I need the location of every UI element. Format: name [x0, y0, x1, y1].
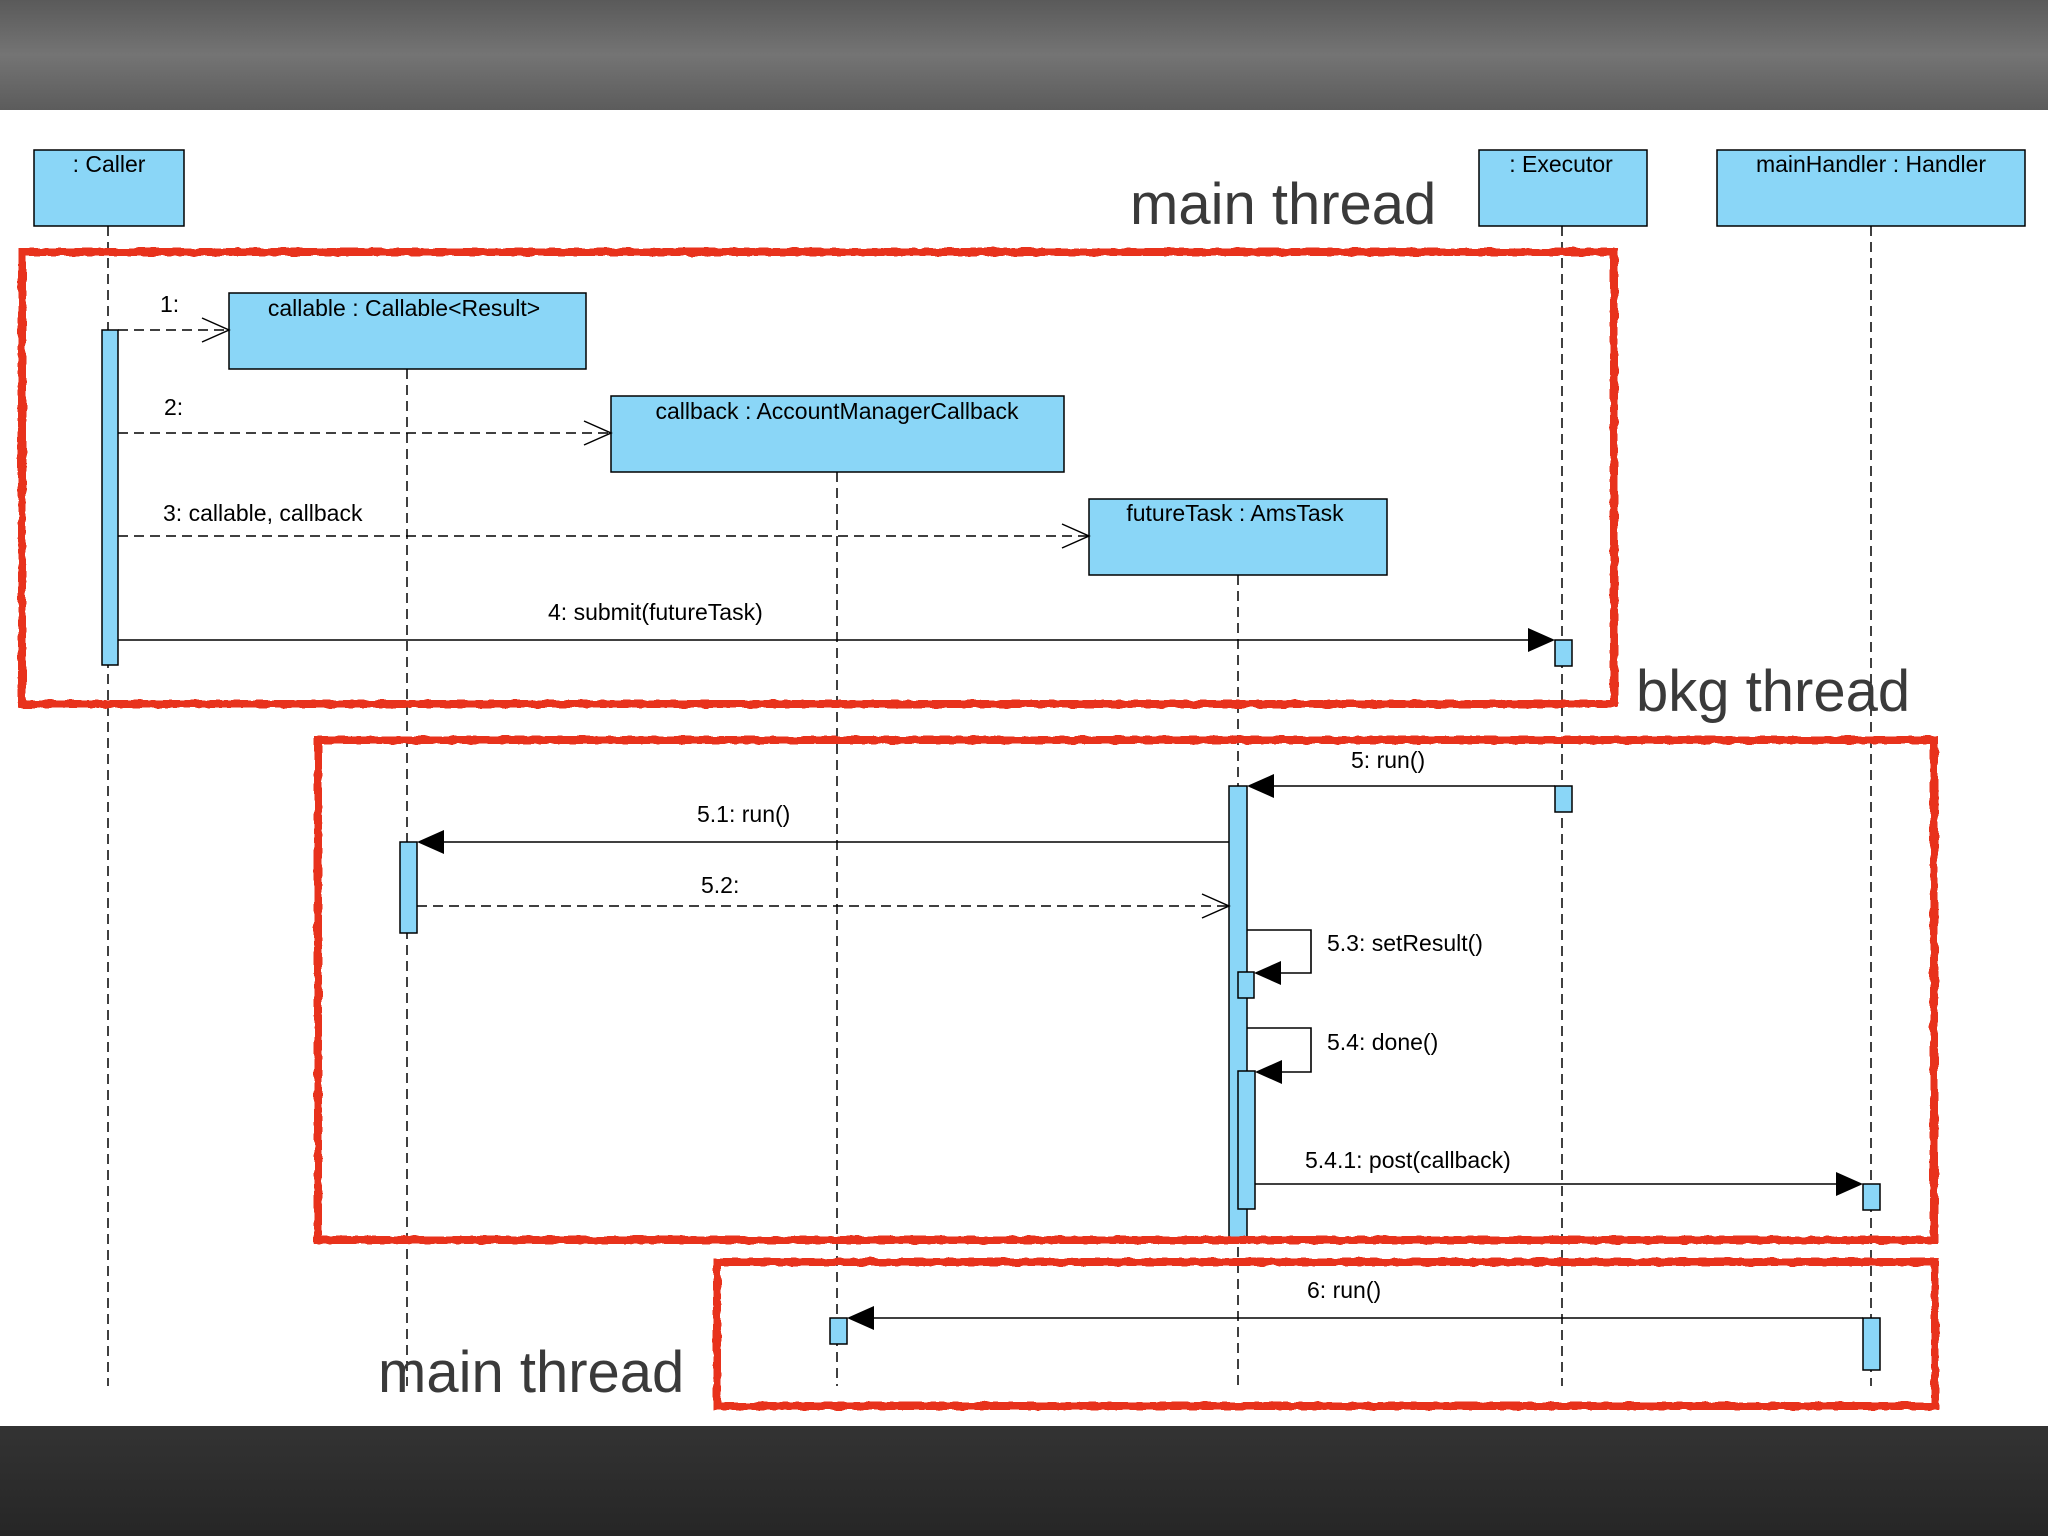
lifeline-executor-label: : Executor	[1509, 151, 1613, 177]
thread-region-main-bottom	[713, 1258, 1939, 1410]
thread-region-bkg	[314, 736, 1938, 1244]
message-5-2: 5.2:	[417, 872, 1231, 919]
message-5-1: 5.1: run()	[417, 801, 1229, 854]
diagram-slide: : Caller : Executor mainHandler : Handle…	[0, 110, 2048, 1426]
message-5-label: 5: run()	[1351, 747, 1425, 773]
activation-handler-run	[1862, 1317, 1881, 1371]
activation-handler-post	[1862, 1183, 1881, 1211]
lifeline-handler-box	[1716, 149, 2026, 227]
top-frame-bar	[0, 0, 2048, 110]
message-5-4-label: 5.4: done()	[1327, 1029, 1438, 1055]
lifeline-futuretask: futureTask : AmsTask	[1088, 498, 1388, 1386]
lifeline-caller-label: : Caller	[73, 151, 146, 177]
message-2: 2:	[118, 394, 613, 446]
lifeline-callback-label: callback : AccountManagerCallback	[655, 398, 1019, 424]
message-3-label: 3: callable, callback	[163, 500, 363, 526]
message-6: 6: run()	[847, 1277, 1863, 1330]
message-5-3-label: 5.3: setResult()	[1327, 930, 1483, 956]
lifeline-futuretask-box	[1088, 498, 1388, 576]
activation-futuretask-setresult	[1237, 971, 1255, 999]
thread-label-main-bottom: main thread	[378, 1340, 685, 1405]
message-5-4-1-label: 5.4.1: post(callback)	[1305, 1147, 1511, 1173]
message-4-label: 4: submit(futureTask)	[548, 599, 763, 625]
message-2-label: 2:	[164, 394, 183, 420]
lifeline-callback: callback : AccountManagerCallback	[610, 395, 1065, 1386]
lifeline-handler-label: mainHandler : Handler	[1756, 151, 1986, 177]
message-1-label: 1:	[160, 291, 179, 317]
message-5-4-1: 5.4.1: post(callback)	[1255, 1147, 1863, 1196]
thread-label-bkg: bkg thread	[1636, 659, 1911, 724]
message-5-2-label: 5.2:	[701, 872, 739, 898]
message-4: 4: submit(futureTask)	[118, 599, 1555, 652]
activation-callback	[829, 1317, 848, 1345]
lifeline-callback-box	[610, 395, 1065, 473]
message-1: 1:	[118, 291, 231, 343]
activation-callable	[399, 841, 418, 934]
message-5-4: 5.4: done()	[1247, 1027, 1438, 1084]
bottom-frame-bar	[0, 1426, 2048, 1536]
thread-label-main-top: main thread	[1130, 172, 1437, 237]
message-5-3: 5.3: setResult()	[1247, 929, 1483, 985]
message-3: 3: callable, callback	[118, 500, 1091, 549]
activation-futuretask-done	[1237, 1070, 1256, 1210]
activation-executor-submit	[1554, 639, 1573, 667]
lifeline-callable-label: callable : Callable<Result>	[268, 295, 540, 321]
activation-caller	[101, 329, 119, 666]
lifeline-caller-box	[33, 149, 185, 227]
lifeline-executor-box	[1478, 149, 1648, 227]
message-6-label: 6: run()	[1307, 1277, 1381, 1303]
sequence-diagram: : Caller : Executor mainHandler : Handle…	[18, 149, 2026, 1410]
lifeline-caller: : Caller	[33, 149, 185, 1386]
activation-executor-run	[1554, 785, 1573, 813]
lifeline-futuretask-label: futureTask : AmsTask	[1126, 500, 1344, 526]
lifeline-executor: : Executor	[1478, 149, 1648, 1386]
thread-region-main-top	[18, 248, 1618, 708]
message-5: 5: run()	[1247, 747, 1555, 798]
message-5-1-label: 5.1: run()	[697, 801, 790, 827]
lifeline-callable: callable : Callable<Result>	[228, 292, 587, 1386]
